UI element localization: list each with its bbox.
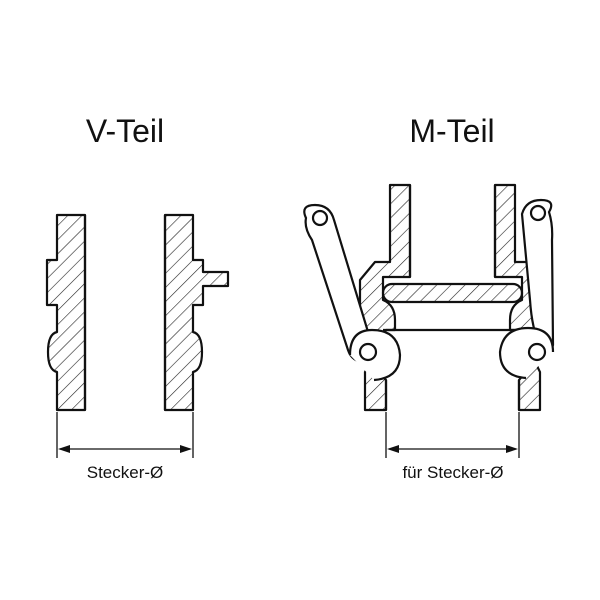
v-part-left-wall (45, 213, 87, 412)
m-part-title: M-Teil (409, 113, 495, 149)
v-part-right-wall (163, 213, 230, 412)
v-part-title: V-Teil (85, 113, 165, 149)
v-part-drawing (45, 213, 230, 412)
m-part-seal-ring (381, 282, 524, 304)
v-part-dimension (56, 412, 194, 458)
m-part-dimension-label: für Stecker-Ø (402, 463, 504, 482)
m-part-left-lever (303, 203, 402, 382)
m-part-dimension (385, 412, 520, 458)
m-part-right-lever (498, 198, 555, 380)
v-part-dimension-label: Stecker-Ø (86, 463, 164, 482)
